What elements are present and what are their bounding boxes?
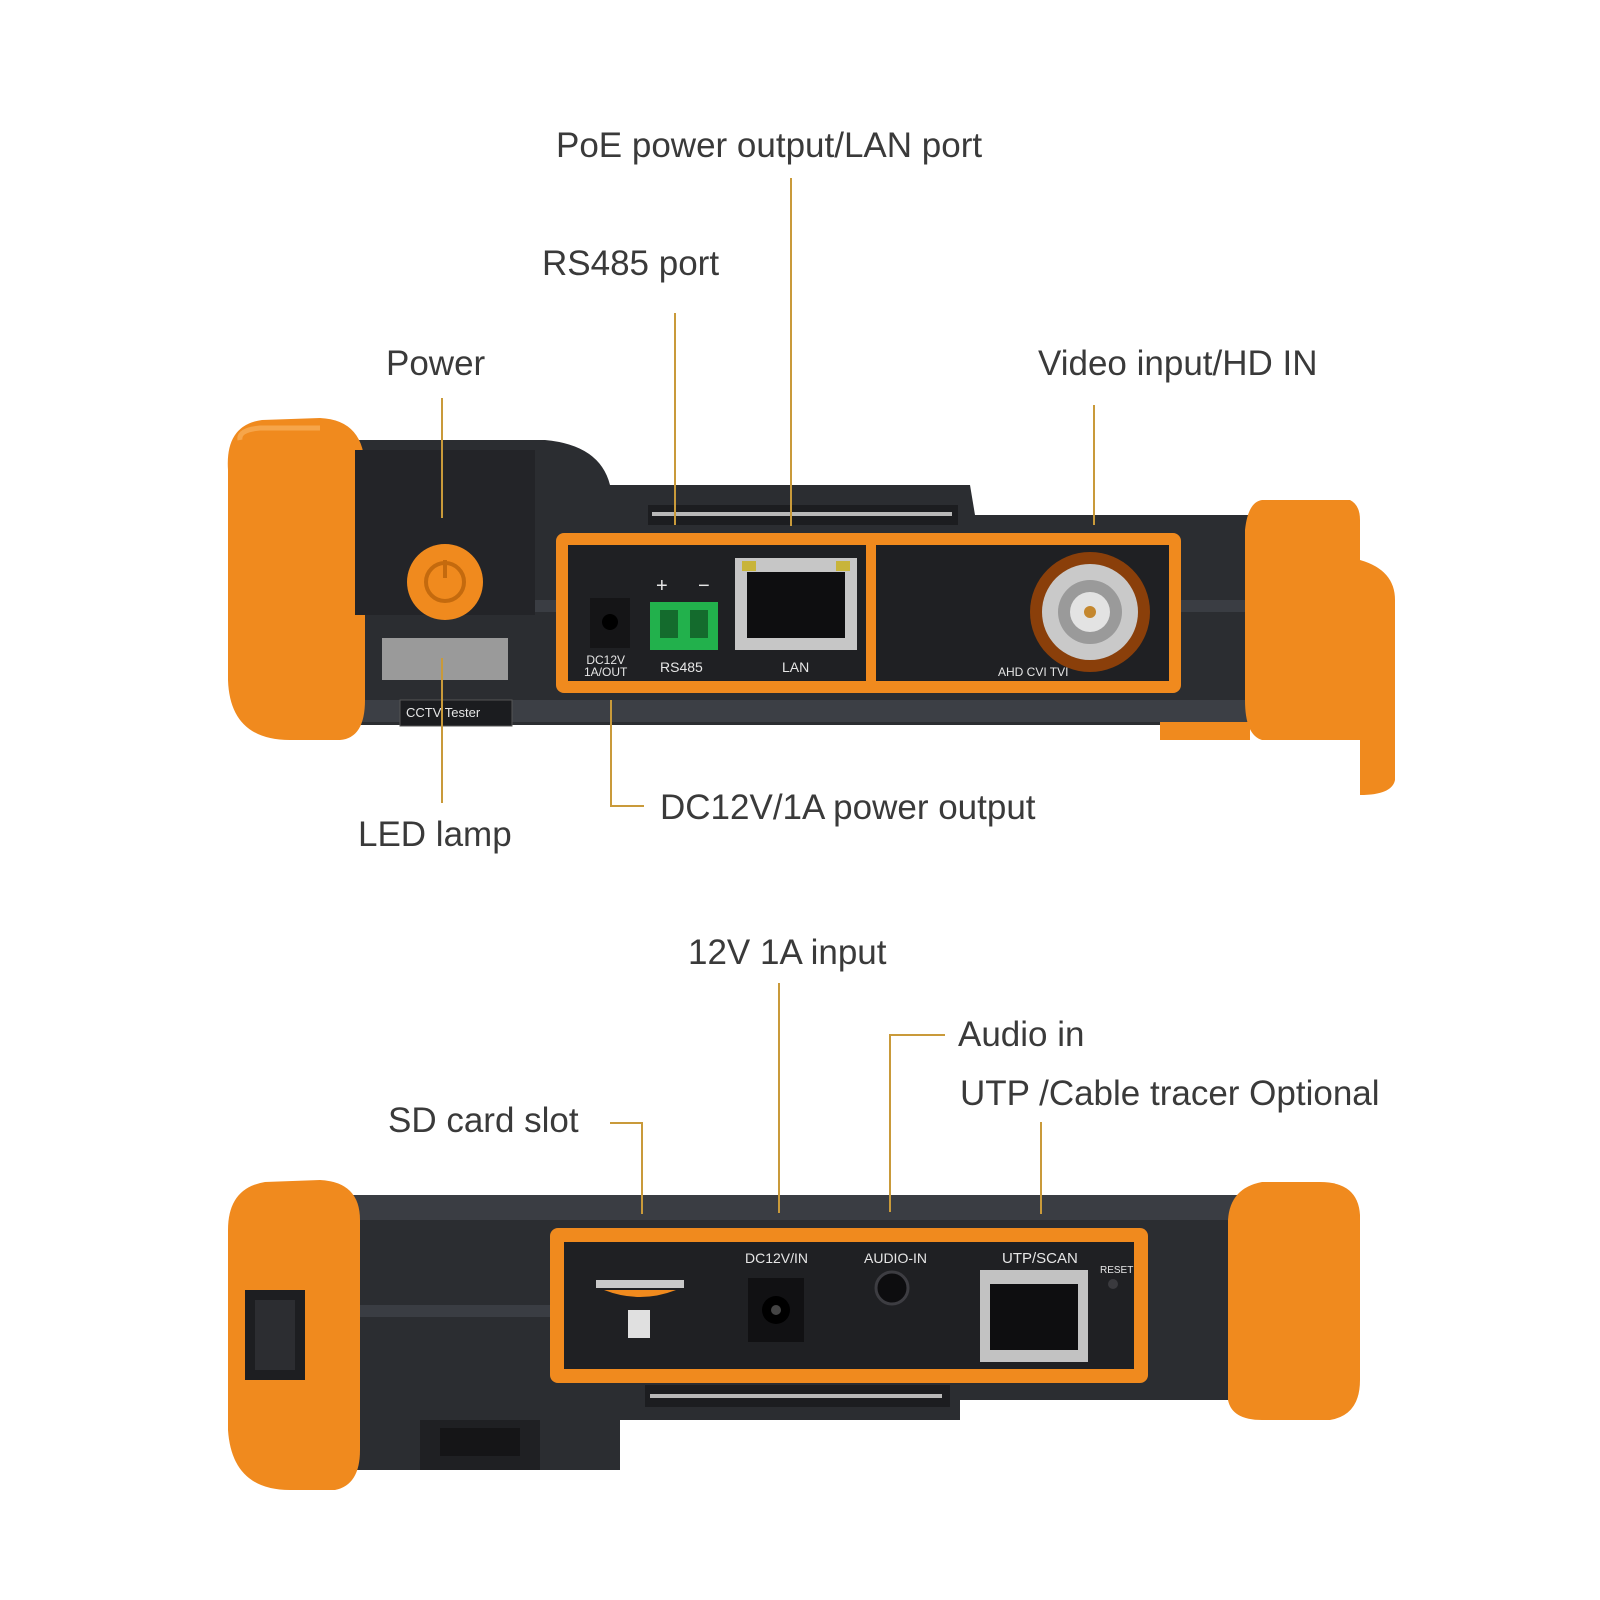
rs485-label: RS485 — [660, 659, 703, 675]
leader-audio-in-v — [889, 1034, 891, 1212]
callout-12v-input: 12V 1A input — [688, 933, 887, 972]
cctv-tester-badge: CCTV Tester — [406, 705, 481, 720]
leader-video-in — [1093, 405, 1095, 525]
dc-in-label: DC12V/IN — [745, 1250, 809, 1266]
leader-power — [441, 398, 443, 518]
bnc-label: AHD CVI TVI — [998, 665, 1069, 679]
right-bumper-bottom — [1228, 1182, 1360, 1420]
lan-label: LAN — [782, 659, 810, 675]
leader-dc-out-v — [610, 700, 612, 806]
audio-in-label: AUDIO-IN — [864, 1250, 927, 1266]
leader-sd-slot-v — [641, 1122, 643, 1214]
callout-poe-lan: PoE power output/LAN port — [556, 126, 983, 165]
utp-scan-label: UTP/SCAN — [1002, 1250, 1078, 1267]
left-bumper-top — [227, 418, 365, 740]
leader-utp-tracer — [1040, 1122, 1042, 1214]
reset-label: RESET — [1100, 1265, 1134, 1276]
callout-video-in: Video input/HD IN — [1038, 344, 1318, 383]
right-bumper-top — [1160, 500, 1395, 795]
leader-12v-input — [778, 983, 780, 1213]
dc-out-label: DC12V 1A/OUT — [584, 653, 628, 679]
callout-audio-in: Audio in — [958, 1015, 1085, 1054]
callout-dc-out: DC12V/1A power output — [660, 788, 1036, 827]
bottom-device — [228, 1180, 1360, 1490]
callout-power: Power — [386, 344, 486, 383]
leader-rs485 — [674, 313, 676, 525]
callout-sd-slot: SD card slot — [388, 1101, 579, 1140]
leader-audio-in-h — [889, 1034, 945, 1036]
left-bumper-bottom — [228, 1180, 360, 1490]
led-lamp-graphic — [382, 638, 508, 680]
rs485-minus: − — [698, 575, 710, 597]
callout-utp-tracer: UTP /Cable tracer Optional — [960, 1074, 1380, 1113]
rs485-plus: + — [656, 575, 668, 597]
top-device — [227, 418, 1395, 795]
callout-rs485: RS485 port — [542, 244, 720, 283]
leader-led-lamp — [441, 658, 443, 803]
leader-sd-slot-h — [610, 1122, 642, 1124]
power-button-graphic — [407, 544, 483, 620]
leader-poe-lan — [790, 178, 792, 526]
leader-dc-out-h — [610, 805, 644, 807]
callout-led-lamp: LED lamp — [358, 815, 512, 854]
